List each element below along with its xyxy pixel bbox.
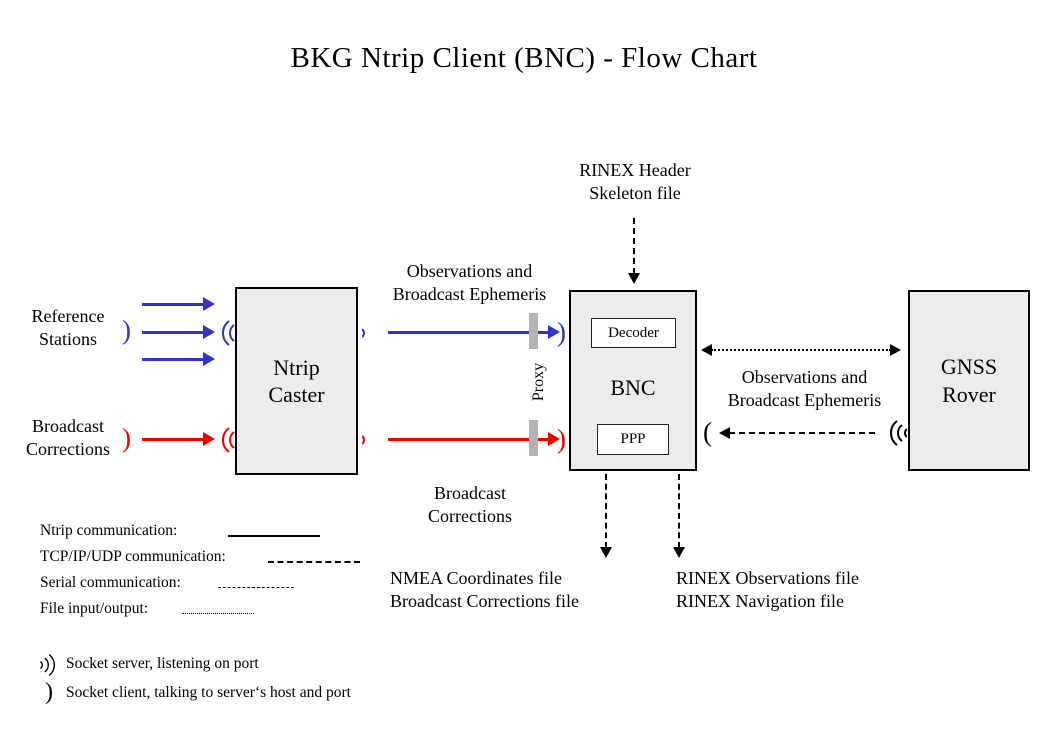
socket-client-icon-reference-stations: ): [122, 315, 131, 345]
label-broadcast-corrections-mid-line1: Broadcast: [434, 483, 506, 503]
legend-line-dashed-long: [268, 561, 360, 563]
label-observations-ephemeris-right: Observations and Broadcast Ephemeris: [707, 366, 902, 412]
legend-communication-types: Ntrip communication: TCP/IP/UDP communic…: [40, 522, 360, 626]
node-decoder-label: Decoder: [608, 324, 659, 341]
node-ppp[interactable]: PPP: [597, 424, 669, 455]
label-rinex-header-skeleton-line2: Skeleton file: [589, 183, 681, 204]
arrow-reference-stations-1: [142, 303, 204, 306]
socket-server-icon-gnss-rover: [890, 420, 907, 446]
label-rinex-output-files: RINEX Observations file RINEX Navigation…: [676, 567, 936, 613]
node-ppp-label: PPP: [620, 431, 646, 447]
socket-client-icon-bnc-rover: (: [703, 417, 712, 447]
label-broadcast-corrections-source-line1: Broadcast: [32, 416, 104, 436]
arrowhead-serial-right: [890, 344, 901, 356]
node-ntrip-caster-line1: Ntrip: [273, 354, 320, 380]
proxy-bar-top: [529, 313, 538, 349]
proxy-bar-bottom: [529, 420, 538, 456]
arrowhead-reference-stations-3: [203, 352, 215, 366]
node-gnss-rover-line2: Rover: [942, 381, 996, 407]
legend-line-dotted-fine: [182, 613, 254, 614]
arrowhead-bnc-to-rinex-files: [673, 547, 685, 558]
line-serial-bidirectional: [711, 349, 891, 351]
socket-server-icon-caster-out-blue: [362, 328, 365, 338]
node-decoder[interactable]: Decoder: [591, 318, 676, 348]
arrow-caster-to-bnc-corrections: [388, 438, 551, 441]
label-observations-ephemeris-right-line2: Broadcast Ephemeris: [727, 390, 882, 411]
legend-item-ntrip: Ntrip communication:: [40, 522, 320, 548]
node-ntrip-caster[interactable]: Ntrip Caster: [235, 287, 358, 475]
label-broadcast-corrections-mid: Broadcast Corrections: [380, 482, 560, 528]
label-nmea-output-line2: Broadcast Corrections file: [390, 591, 579, 612]
node-gnss-rover-line1: GNSS: [940, 354, 998, 379]
label-nmea-output-line1: NMEA Coordinates file: [390, 568, 562, 588]
arrowhead-reference-stations-2: [203, 325, 215, 339]
label-broadcast-corrections-mid-line2: Corrections: [428, 506, 512, 527]
socket-client-icon-legend: ): [45, 679, 53, 705]
arrowhead-reference-stations-1: [203, 297, 215, 311]
socket-client-icon-broadcast-corrections: ): [122, 423, 131, 453]
legend-item-serial-label: Serial communication:: [40, 574, 181, 591]
label-observations-ephemeris-left: Observations and Broadcast Ephemeris: [372, 260, 567, 306]
label-nmea-output-files: NMEA Coordinates file Broadcast Correcti…: [390, 567, 640, 613]
arrow-reference-stations-3: [142, 358, 204, 361]
arrowhead-rover-to-bnc: [719, 427, 730, 439]
arrowhead-skeleton-to-bnc: [628, 273, 640, 284]
label-rinex-header-skeleton: RINEX Header Skeleton file: [540, 159, 730, 205]
label-rinex-header-skeleton-line1: RINEX Header: [579, 160, 691, 180]
legend-line-dashed-medium: [218, 587, 294, 588]
arrowhead-serial-left: [701, 344, 712, 356]
node-gnss-rover[interactable]: GNSS Rover: [908, 290, 1030, 471]
legend-item-ntrip-label: Ntrip communication:: [40, 522, 178, 539]
legend-item-file-io: File input/output:: [40, 600, 254, 626]
label-observations-ephemeris-right-line1: Observations and: [741, 367, 868, 387]
socket-client-icon-bnc-in-blue: ): [557, 317, 566, 347]
label-reference-stations-line2: Stations: [38, 329, 97, 350]
label-reference-stations-line1: Reference: [31, 306, 105, 326]
arrow-skeleton-to-bnc: [633, 218, 635, 274]
label-broadcast-corrections-source: Broadcast Corrections: [2, 415, 134, 461]
label-broadcast-corrections-source-line2: Corrections: [26, 439, 110, 460]
arrowhead-bnc-to-nmea-files: [600, 547, 612, 558]
label-reference-stations: Reference Stations: [8, 305, 128, 351]
arrow-broadcast-corrections-in: [142, 438, 204, 441]
arrowhead-caster-to-bnc-observations: [548, 325, 560, 339]
legend-item-file-io-label: File input/output:: [40, 600, 149, 617]
arrow-reference-stations-2: [142, 331, 204, 334]
label-proxy: Proxy: [530, 362, 547, 402]
line-rover-to-bnc: [729, 432, 875, 434]
legend-socket-server-label: Socket server, listening on port: [66, 655, 259, 672]
legend-line-solid: [228, 535, 320, 537]
node-bnc-label: BNC: [610, 375, 656, 400]
page-title: BKG Ntrip Client (BNC) - Flow Chart: [290, 42, 758, 74]
arrow-caster-to-bnc-observations: [388, 331, 551, 334]
arrow-bnc-to-nmea-files: [605, 474, 607, 548]
arrowhead-caster-to-bnc-corrections: [548, 432, 560, 446]
arrow-bnc-to-rinex-files: [678, 474, 680, 548]
node-ntrip-caster-line2: Caster: [268, 382, 325, 407]
legend-socket-client-label: Socket client, talking to server‘s host …: [66, 684, 351, 701]
legend-item-tcpip: TCP/IP/UDP communication:: [40, 548, 360, 574]
arrowhead-broadcast-corrections-in: [203, 432, 215, 446]
legend-item-tcpip-label: TCP/IP/UDP communication:: [40, 548, 226, 565]
label-observations-ephemeris-left-line1: Observations and: [406, 261, 533, 281]
label-rinex-output-line1: RINEX Observations file: [676, 568, 859, 588]
label-rinex-output-line2: RINEX Navigation file: [676, 591, 844, 612]
legend-item-serial: Serial communication:: [40, 574, 294, 600]
socket-server-icon-caster-out-red: [362, 435, 365, 445]
label-observations-ephemeris-left-line2: Broadcast Ephemeris: [392, 284, 547, 305]
socket-server-icon-legend: [39, 654, 55, 676]
socket-client-icon-bnc-in-red: ): [557, 424, 566, 454]
